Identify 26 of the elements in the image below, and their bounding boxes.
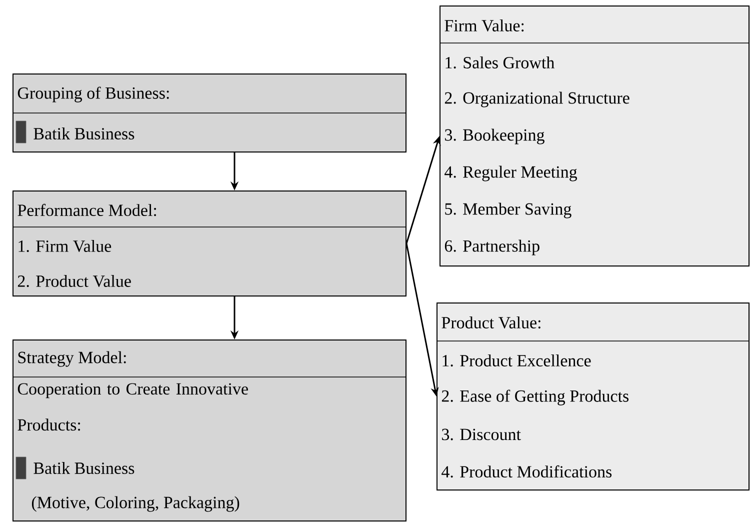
list-item: 2. Product Value — [18, 274, 131, 288]
box-heading: Product Value: — [442, 316, 540, 329]
text-box — [436, 302, 750, 490]
list-item: 2. Ease of Getting Products — [442, 390, 629, 406]
list-item: 3. Bookeeping — [445, 128, 544, 144]
list-item: 6. Partnership — [444, 240, 540, 256]
box-heading: Firm Value: — [444, 19, 524, 32]
list-item: 5. Member Saving — [445, 202, 572, 218]
list-item: 4. Reguler Meeting — [444, 166, 578, 182]
text-box — [440, 6, 750, 266]
text-box — [12, 340, 406, 522]
list-item: 2. Organizational Structure — [444, 92, 630, 108]
text-box — [12, 74, 406, 152]
list-item: 1. Firm Value — [18, 240, 112, 252]
list-item: 3. Discount — [442, 428, 521, 440]
list-item: Batik Business — [34, 462, 134, 474]
box-heading: Strategy Model: — [18, 351, 126, 367]
list-item: 1. Sales Growth — [446, 56, 554, 69]
list-item: 1. Product Excellence — [442, 354, 591, 367]
list-item: Batik Business — [34, 128, 134, 140]
list-item: Cooperation to Create Innovative Products: — [18, 383, 248, 431]
box-heading: Grouping of Business: — [18, 86, 169, 102]
box-heading: Performance Model: — [18, 204, 156, 216]
text-box — [12, 190, 406, 296]
list-item: (Motive, Coloring, Packaging) — [32, 496, 240, 512]
list-item: 4. Product Modifications — [442, 465, 612, 478]
